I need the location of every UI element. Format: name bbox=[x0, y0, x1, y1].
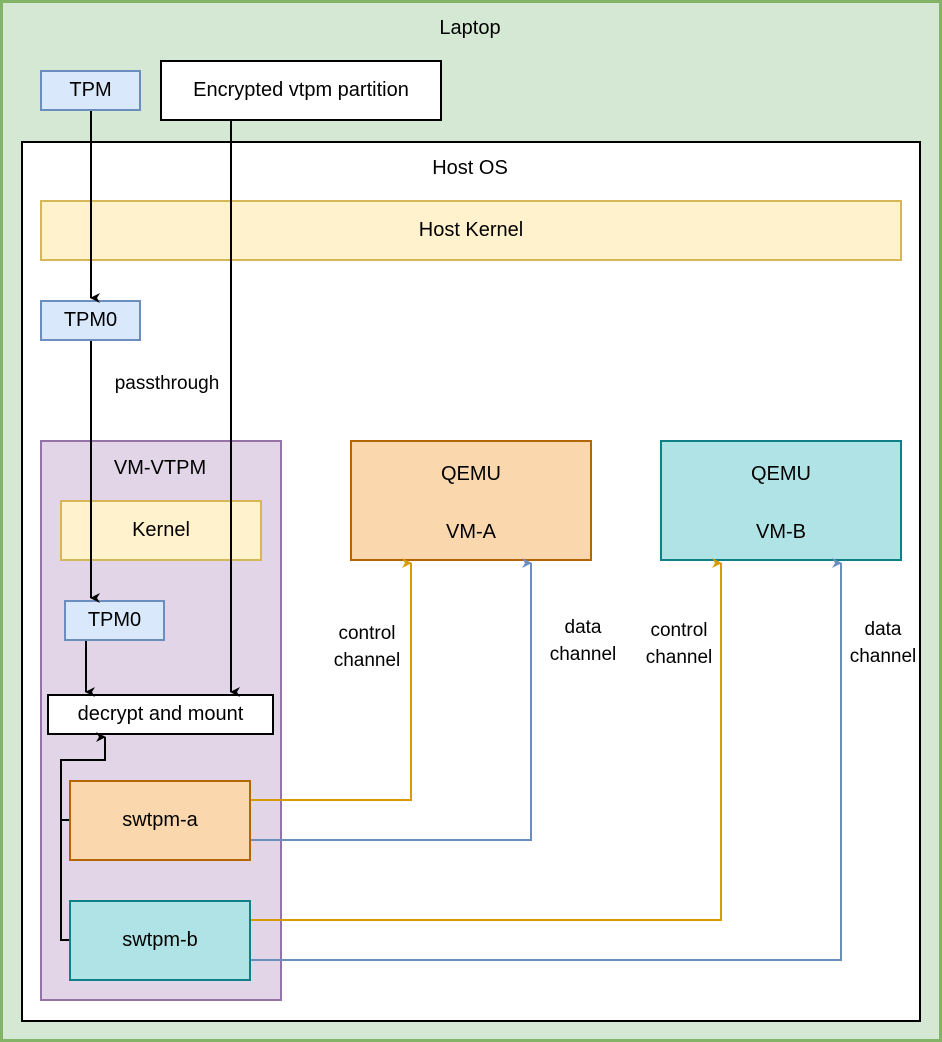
host-os-label: Host OS bbox=[432, 156, 508, 179]
swtpm-b-node[interactable]: swtpm-b bbox=[69, 900, 251, 981]
vm-a-qemu-label: QEMU bbox=[441, 462, 501, 485]
host-tpm0-node[interactable]: TPM0 bbox=[40, 300, 141, 341]
edge-swtpm-a-control bbox=[251, 558, 412, 801]
swtpm-a-node[interactable]: swtpm-a bbox=[69, 780, 251, 861]
vm-kernel-node[interactable]: Kernel bbox=[60, 500, 262, 561]
edge-swtpm-b-to-decrypt bbox=[60, 820, 69, 941]
vm-b-data-line2: channel bbox=[849, 646, 917, 667]
edge-swtpm-b-data bbox=[251, 558, 842, 961]
vm-b-data-line1: data bbox=[864, 619, 902, 640]
vm-b-name-label: VM-B bbox=[756, 520, 806, 543]
decrypt-mount-node[interactable]: decrypt and mount bbox=[47, 694, 274, 735]
host-kernel-node[interactable]: Host Kernel bbox=[40, 200, 902, 261]
tpm-node[interactable]: TPM bbox=[40, 70, 141, 111]
edge-swtpm-b-control bbox=[251, 558, 722, 921]
vm-a-control-line1: control bbox=[338, 623, 396, 644]
vm-b-data-label: data channel bbox=[840, 616, 926, 670]
vm-a-data-line1: data bbox=[564, 617, 602, 638]
vm-a-data-label: data channel bbox=[538, 614, 628, 668]
laptop-label: Laptop bbox=[439, 16, 501, 39]
vm-a-control-line2: channel bbox=[333, 650, 401, 671]
vm-b-qemu-label: QEMU bbox=[751, 462, 811, 485]
edge-swtpm-to-decrypt bbox=[60, 732, 106, 821]
edge-swtpm-a-data bbox=[251, 558, 532, 841]
vm-b-control-line1: control bbox=[650, 620, 708, 641]
vm-tpm0-node[interactable]: TPM0 bbox=[64, 600, 165, 641]
qemu-vm-a-node[interactable]: QEMU VM-A bbox=[350, 440, 592, 561]
vm-a-control-label: control channel bbox=[322, 620, 412, 674]
qemu-vm-b-node[interactable]: QEMU VM-B bbox=[660, 440, 902, 561]
vm-a-data-line2: channel bbox=[549, 644, 617, 665]
passthrough-label-text: passthrough bbox=[114, 373, 220, 394]
vm-b-control-label: control channel bbox=[634, 617, 724, 671]
vm-b-control-line2: channel bbox=[645, 647, 713, 668]
encrypted-partition-node[interactable]: Encrypted vtpm partition bbox=[160, 60, 442, 121]
vm-vtpm-label: VM-VTPM bbox=[113, 456, 207, 479]
vm-a-name-label: VM-A bbox=[446, 520, 496, 543]
